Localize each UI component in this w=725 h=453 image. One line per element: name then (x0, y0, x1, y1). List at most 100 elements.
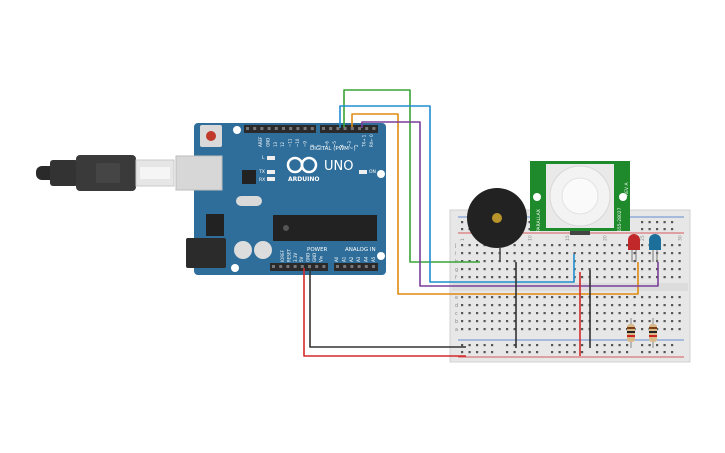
column-label: 10 (528, 235, 534, 241)
breadboard-hole (543, 296, 546, 299)
power-pin-label: GND (306, 253, 311, 262)
breadboard-hole (671, 328, 674, 331)
rail-hole (641, 351, 644, 354)
rail-hole (671, 221, 674, 224)
breadboard-hole (528, 328, 531, 331)
header-pin (303, 127, 307, 130)
header-pin (329, 127, 333, 130)
breadboard-hole (536, 244, 539, 247)
breadboard-hole (663, 252, 666, 255)
breadboard-hole (648, 304, 651, 307)
header-pin (372, 265, 375, 268)
rail-hole (656, 221, 659, 224)
rail-hole (468, 344, 471, 347)
digital-pin-label: RX← 0 (369, 134, 374, 147)
breadboard-hole (626, 304, 629, 307)
breadboard-hole (513, 320, 516, 323)
breadboard-hole (476, 320, 479, 323)
breadboard-hole (611, 276, 614, 279)
breadboard-hole (513, 252, 516, 255)
breadboard-hole (521, 328, 524, 331)
rail-hole (566, 344, 569, 347)
breadboard-hole (483, 328, 486, 331)
header-pin (322, 265, 326, 268)
breadboard-hole (596, 244, 599, 247)
breadboard-hole (513, 276, 516, 279)
led-blue (649, 234, 661, 262)
breadboard-hole (566, 320, 569, 323)
breadboard-hole (648, 268, 651, 271)
row-label: g (455, 267, 458, 273)
rail-hole (506, 351, 509, 354)
breadboard-hole (566, 328, 569, 331)
breadboard-hole (521, 268, 524, 271)
breadboard-hole (551, 276, 554, 279)
breadboard-hole (663, 304, 666, 307)
rail-hole (491, 344, 494, 347)
rail-hole (581, 344, 584, 347)
breadboard-hole (461, 252, 464, 255)
breadboard-hole (618, 328, 621, 331)
breadboard-hole (581, 296, 584, 299)
breadboard-hole (581, 268, 584, 271)
rail-hole (528, 221, 531, 224)
breadboard-hole (558, 304, 561, 307)
center-channel (452, 283, 688, 291)
header-pin (308, 265, 311, 268)
breadboard-hole (536, 260, 539, 263)
breadboard-hole (528, 244, 531, 247)
rail-hole (603, 344, 606, 347)
breadboard-hole (611, 320, 614, 323)
row-label: j (454, 243, 456, 249)
breadboard-hole (521, 260, 524, 263)
digital-header-right (320, 125, 378, 133)
breadboard-hole (506, 296, 509, 299)
breadboard-hole (468, 320, 471, 323)
breadboard-hole (678, 276, 681, 279)
breadboard-hole (596, 296, 599, 299)
rail-hole (641, 221, 644, 224)
rail-hole (596, 344, 599, 347)
breadboard-hole (498, 276, 501, 279)
rail-hole (648, 344, 651, 347)
rail-hole (573, 351, 576, 354)
breadboard-hole (581, 312, 584, 315)
breadboard-hole (626, 252, 629, 255)
breadboard-hole (678, 260, 681, 263)
breadboard-hole (626, 260, 629, 263)
breadboard-hole (483, 320, 486, 323)
breadboard-hole (618, 268, 621, 271)
breadboard-hole (498, 320, 501, 323)
breadboard-hole (468, 312, 471, 315)
rail-hole (663, 351, 666, 354)
breadboard-hole (558, 244, 561, 247)
power-header (270, 263, 328, 271)
rail-hole (581, 351, 584, 354)
rail-hole (491, 351, 494, 354)
breadboard-hole (528, 260, 531, 263)
breadboard-hole (558, 320, 561, 323)
breadboard-hole (633, 276, 636, 279)
breadboard-hole (581, 260, 584, 263)
breadboard-hole (491, 304, 494, 307)
breadboard-hole (513, 260, 516, 263)
rail-hole (648, 228, 651, 231)
breadboard-hole (641, 260, 644, 263)
tx-label: TX (258, 169, 265, 175)
breadboard-hole (461, 276, 464, 279)
header-pin (315, 265, 319, 268)
breadboard-hole (678, 304, 681, 307)
breadboard-hole (588, 268, 591, 271)
breadboard-hole (468, 268, 471, 271)
digital-pin-label: ~9 (302, 141, 307, 147)
on-label: ON (369, 169, 376, 175)
breadboard-hole (573, 296, 576, 299)
breadboard-hole (528, 296, 531, 299)
header-pin (267, 127, 271, 130)
rail-hole (558, 344, 561, 347)
analog-pin-label: A0 (334, 256, 339, 262)
breadboard-hole (476, 252, 479, 255)
breadboard-hole (543, 252, 546, 255)
breadboard-hole (521, 276, 524, 279)
breadboard-hole (558, 328, 561, 331)
